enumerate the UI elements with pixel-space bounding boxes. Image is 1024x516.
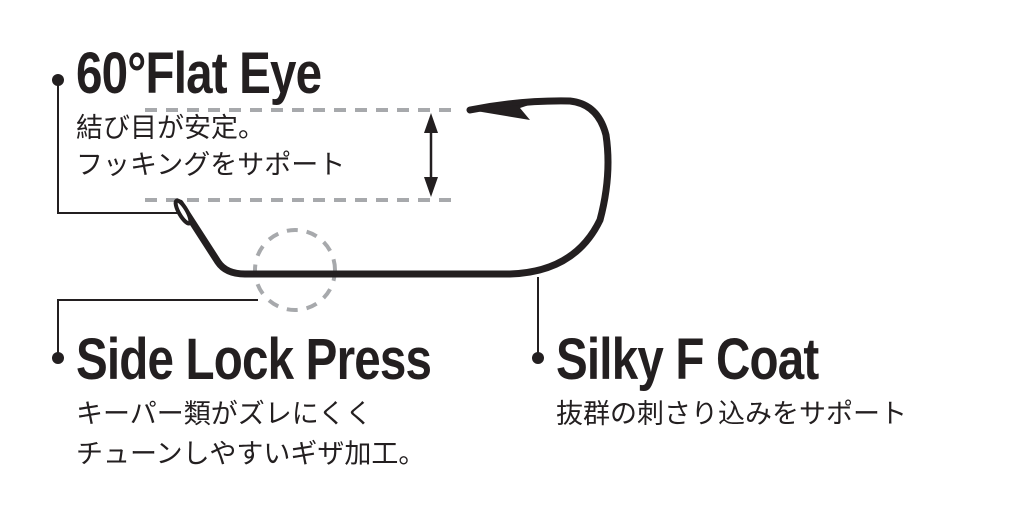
flat-eye-title: 60°Flat Eye xyxy=(76,41,322,106)
flat-eye-desc-line-2: フッキングをサポート xyxy=(76,150,346,181)
side-lock-title: Side Lock Press xyxy=(76,327,432,392)
flat-eye-desc-line-1: 結び目が安定。 xyxy=(76,113,265,144)
side-lock-leader xyxy=(52,299,258,364)
height-arrow-icon xyxy=(424,113,438,197)
silky-coat-leader xyxy=(532,277,544,364)
side-lock-desc-line-2: チューンしやすいギザ加工。 xyxy=(76,439,426,470)
flat-eye-leader xyxy=(52,74,180,214)
hook-icon xyxy=(173,97,612,278)
silky-coat-title: Silky F Coat xyxy=(556,327,819,392)
silky-coat-desc-line-1: 抜群の刺さり込みをサポート xyxy=(556,399,907,430)
side-lock-desc-line-1: キーパー類がズレにくく xyxy=(76,399,373,430)
side-lock-highlight xyxy=(253,228,337,312)
